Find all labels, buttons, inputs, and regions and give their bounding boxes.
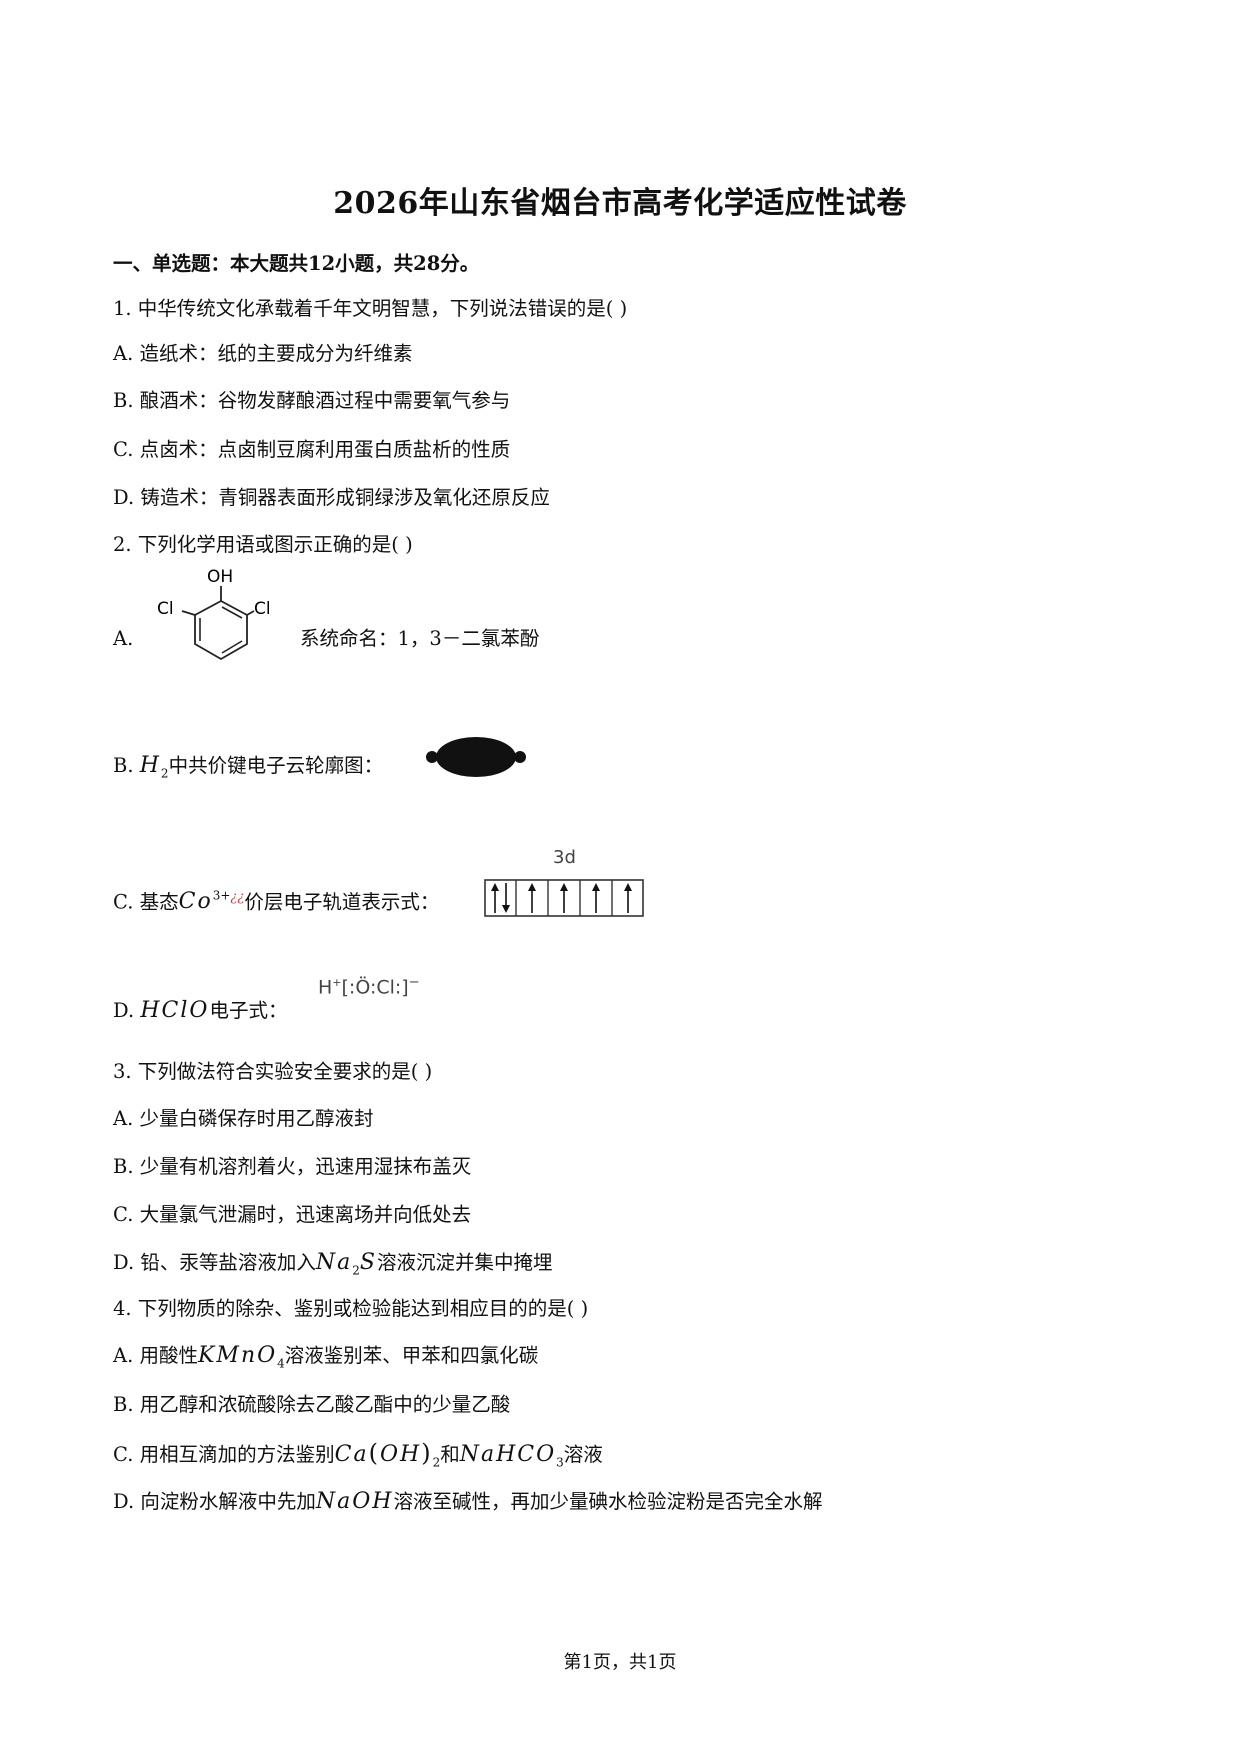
electron-cloud-image	[426, 737, 526, 777]
left-paren: (	[368, 1439, 380, 1467]
oh-symbol: OH	[379, 1442, 422, 1467]
kmno4-subscript: 4	[277, 1356, 285, 1371]
q4-d-pre: D. 向淀粉水解液中先加	[113, 1490, 316, 1513]
q4-stem: 4. 下列物质的除杂、鉴别或检验能达到相应目的的是( )	[113, 1297, 589, 1320]
h2-subscript: 2	[160, 766, 169, 781]
q4-option-a: A. 用酸性KMnO4溶液鉴别苯、甲苯和四氯化碳	[113, 1342, 538, 1377]
na-symbol: Na	[315, 1250, 353, 1275]
h2-formula: H2	[139, 753, 169, 781]
q2-option-c-text: 价层电子轨道表示式：	[244, 890, 440, 914]
ef-plus: +	[332, 976, 342, 989]
structure-oh-label: OH	[207, 567, 233, 587]
q2-option-b: B. H2中共价键电子云轮廓图：	[113, 752, 383, 787]
q1-option-b: B. 酿酒术：谷物发酵酿酒过程中需要氧气参与	[113, 389, 511, 412]
co-formula: Co3+	[179, 889, 231, 914]
ef-minus: −	[408, 975, 420, 990]
hclo-formula: HClO	[140, 998, 210, 1023]
q3-d-pre: D. 铅、汞等盐溶液加入	[113, 1251, 316, 1274]
ef-h: H	[318, 976, 333, 999]
co-symbol: Co	[178, 889, 213, 915]
garbled-marks: ¿¿	[230, 889, 245, 905]
naoh-formula: NaOH	[315, 1489, 394, 1514]
q3-stem: 3. 下列做法符合实验安全要求的是( )	[113, 1060, 433, 1083]
q4-d-post: 溶液至碱性，再加少量碘水检验淀粉是否完全水解	[393, 1490, 823, 1513]
h-symbol: H	[139, 753, 161, 778]
page-footer: 第1页，共1页	[563, 1652, 677, 1673]
s-symbol: S	[359, 1250, 377, 1275]
section-heading: 一、单选题：本大题共12小题，共28分。	[113, 252, 480, 275]
q3-d-post: 溶液沉淀并集中掩埋	[376, 1251, 553, 1274]
q2-stem: 2. 下列化学用语或图示正确的是( )	[113, 533, 413, 556]
kmno-symbol: KMnO	[197, 1343, 278, 1368]
electron-formula-image: H+[:Ö:Cl:]−	[318, 975, 420, 998]
na2s-formula: Na2S	[315, 1250, 377, 1278]
q3-option-c: C. 大量氯气泄漏时，迅速离场并向低处去	[113, 1203, 472, 1226]
q2-option-c-label: C. 基态	[113, 890, 179, 914]
nahco3-formula: NaHCO3	[459, 1442, 564, 1470]
q4-option-c: C. 用相互滴加的方法鉴别Ca(OH)2和NaHCO3溶液	[113, 1439, 603, 1476]
right-paren: )	[421, 1439, 433, 1467]
q2-option-b-label: B.	[113, 754, 134, 777]
q1-option-d: D. 铸造术：青铜器表面形成铜绿涉及氧化还原反应	[113, 486, 550, 509]
dichlorophenol-structure: OH Cl Cl	[157, 567, 271, 661]
q4-c-post: 溶液	[563, 1443, 603, 1466]
nahco3-subscript: 3	[556, 1455, 564, 1470]
structure-cl-left: Cl	[157, 599, 174, 619]
caoh2-subscript: 2	[432, 1455, 441, 1470]
q4-c-pre: C. 用相互滴加的方法鉴别	[113, 1443, 335, 1466]
co-charge: 3+	[212, 889, 231, 903]
q4-c-and: 和	[440, 1443, 460, 1466]
q2-option-a-label: A.	[113, 627, 134, 650]
q1-option-a: A. 造纸术：纸的主要成分为纤维素	[113, 342, 413, 365]
structure-cl-right: Cl	[254, 599, 271, 619]
q2-option-a-text: 系统命名：1，3－二氯苯酚	[300, 627, 540, 650]
q2-option-d-label: D.	[113, 999, 135, 1022]
q2-option-b-text: 中共价键电子云轮廓图：	[168, 754, 384, 777]
q4-option-d: D. 向淀粉水解液中先加NaOH溶液至碱性，再加少量碘水检验淀粉是否完全水解	[113, 1488, 822, 1516]
q4-a-post: 溶液鉴别苯、甲苯和四氯化碳	[284, 1344, 539, 1367]
exam-title: 2026年山东省烟台市高考化学适应性试卷	[333, 186, 907, 221]
q1-option-c: C. 点卤术：点卤制豆腐利用蛋白质盐析的性质	[113, 438, 511, 461]
nahco-symbol: NaHCO	[459, 1442, 557, 1467]
q3-option-b: B. 少量有机溶剂着火，迅速用湿抹布盖灭	[113, 1155, 472, 1178]
caoh2-formula: Ca(OH)2	[334, 1439, 441, 1470]
q1-stem: 1. 中华传统文化承载着千年文明智慧，下列说法错误的是( )	[113, 297, 628, 320]
q2-option-d: D. HClO电子式：	[113, 997, 287, 1025]
q2-option-d-text: 电子式：	[209, 999, 288, 1022]
q2-option-c: C. 基态Co3+¿¿价层电子轨道表示式：	[113, 882, 439, 916]
q4-option-b: B. 用乙醇和浓硫酸除去乙酸乙酯中的少量乙酸	[113, 1393, 511, 1416]
na2s-subscript: 2	[352, 1263, 360, 1278]
orbital-diagram: 3d	[484, 847, 644, 917]
q3-option-d: D. 铅、汞等盐溶液加入Na2S溶液沉淀并集中掩埋	[113, 1249, 552, 1284]
q3-option-a: A. 少量白磷保存时用乙醇液封	[113, 1107, 374, 1130]
orbital-3d-label: 3d	[553, 847, 576, 868]
ca-symbol: Ca	[334, 1442, 369, 1467]
q4-a-pre: A. 用酸性	[113, 1344, 198, 1367]
kmno4-formula: KMnO4	[197, 1343, 285, 1371]
ef-bracket: [:Ö:Cl:]	[341, 976, 409, 999]
